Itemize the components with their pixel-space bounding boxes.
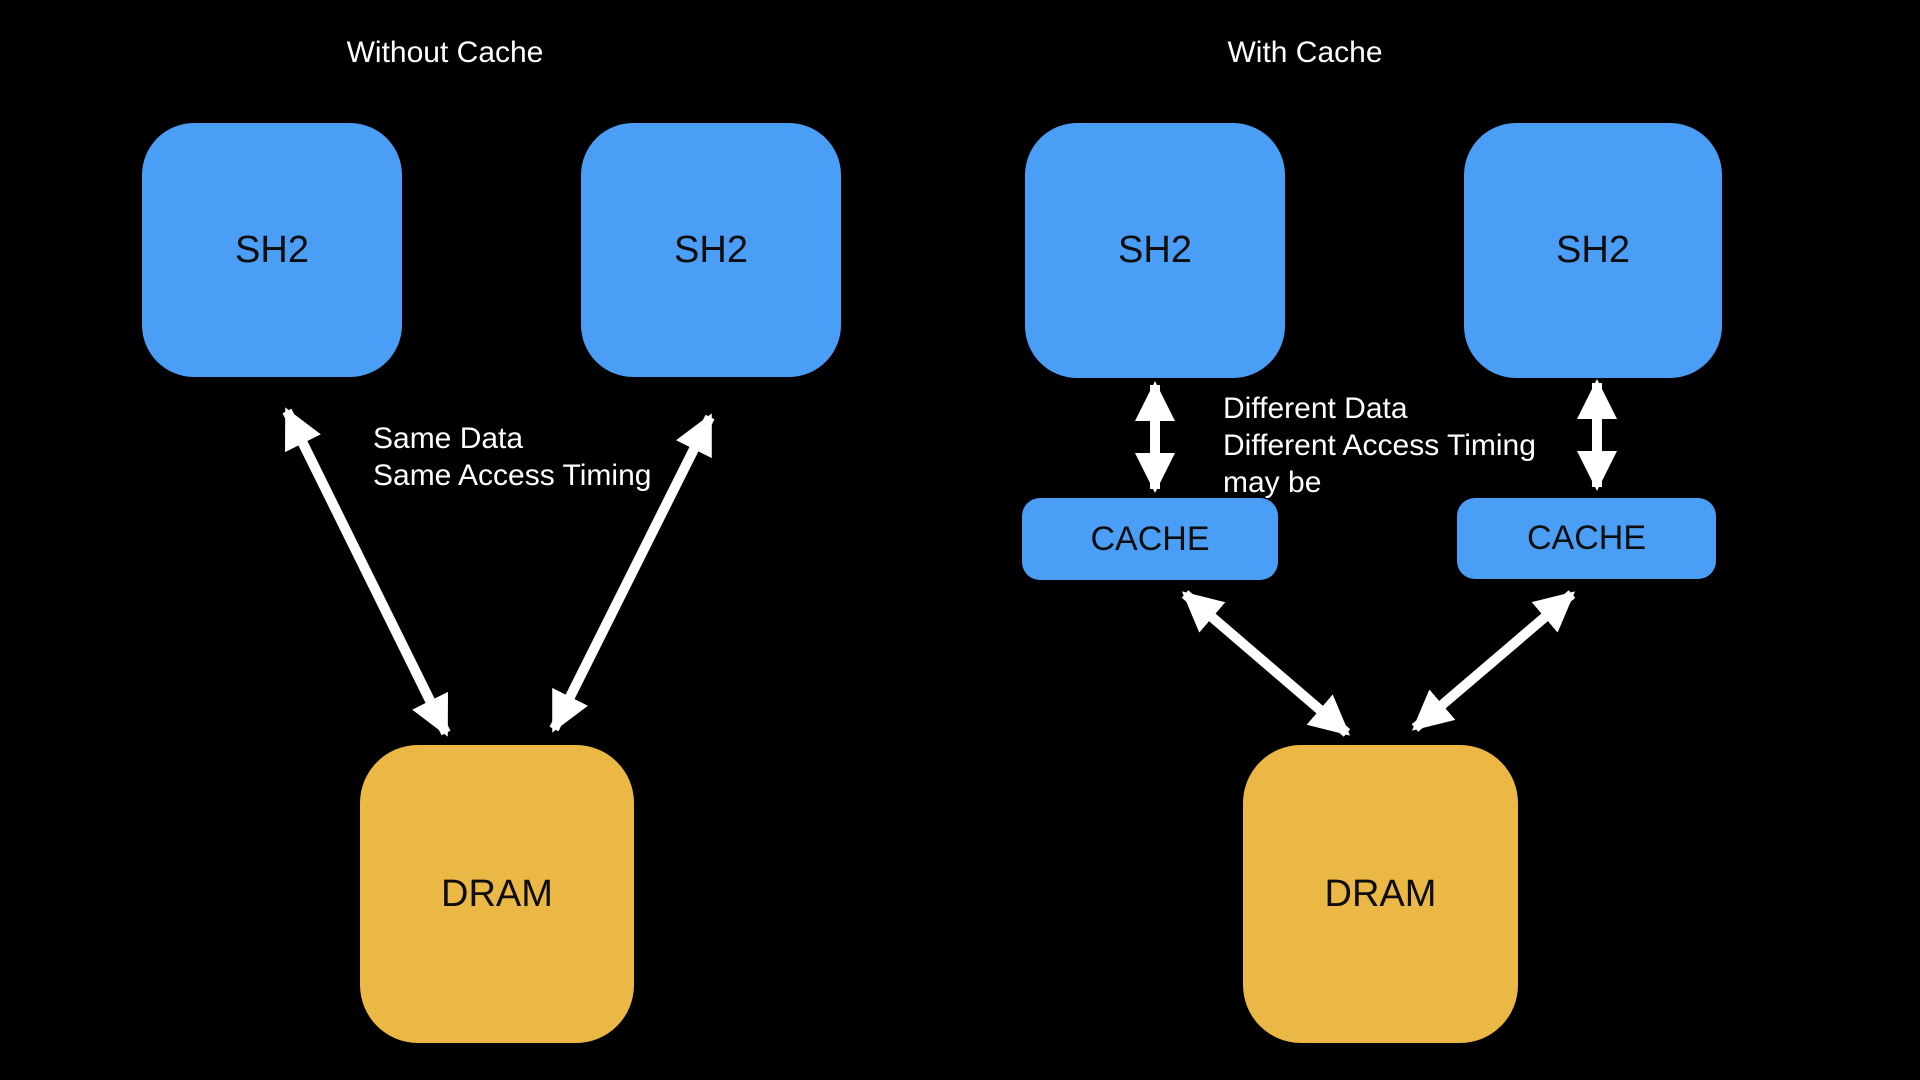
right-annotation-line1: Different Data — [1223, 392, 1408, 425]
right-annotation-line2: Different Access Timing — [1223, 429, 1536, 462]
left-dram-box-label: DRAM — [441, 872, 553, 915]
right-cache-box-1-label: CACHE — [1090, 519, 1210, 558]
right-sh2-box-2: SH2 — [1464, 123, 1722, 378]
right-panel-title: With Cache — [1227, 36, 1383, 69]
left-sh2-box-1: SH2 — [142, 123, 402, 377]
right-annotation: Different Data Different Access Timing m… — [1223, 390, 1536, 501]
left-annotation-line1: Same Data — [373, 422, 524, 455]
left-dram-box: DRAM — [360, 745, 634, 1043]
right-dram-box-label: DRAM — [1324, 872, 1437, 915]
arrow-right-cache1-dram — [1181, 590, 1351, 737]
right-cache-box-2-label: CACHE — [1526, 519, 1647, 557]
left-sh2-box-2-label: SH2 — [674, 228, 748, 271]
left-sh2-box-1-label: SH2 — [235, 228, 309, 271]
right-sh2-box-1: SH2 — [1025, 123, 1285, 378]
right-annotation-line3: may be — [1223, 466, 1322, 499]
right-cache-box-1: CACHE — [1022, 498, 1278, 580]
left-annotation-line2: Same Access Timing — [373, 459, 652, 492]
arrow-right-cache2-dram — [1411, 590, 1576, 732]
right-cache-box-2: CACHE — [1457, 498, 1716, 579]
right-dram-box: DRAM — [1243, 745, 1518, 1043]
left-annotation: Same Data Same Access Timing — [373, 420, 651, 494]
left-panel-title: Without Cache — [346, 36, 544, 69]
right-sh2-box-2-label: SH2 — [1556, 229, 1630, 271]
right-sh2-box-1-label: SH2 — [1118, 229, 1192, 271]
left-sh2-box-2: SH2 — [581, 123, 841, 377]
